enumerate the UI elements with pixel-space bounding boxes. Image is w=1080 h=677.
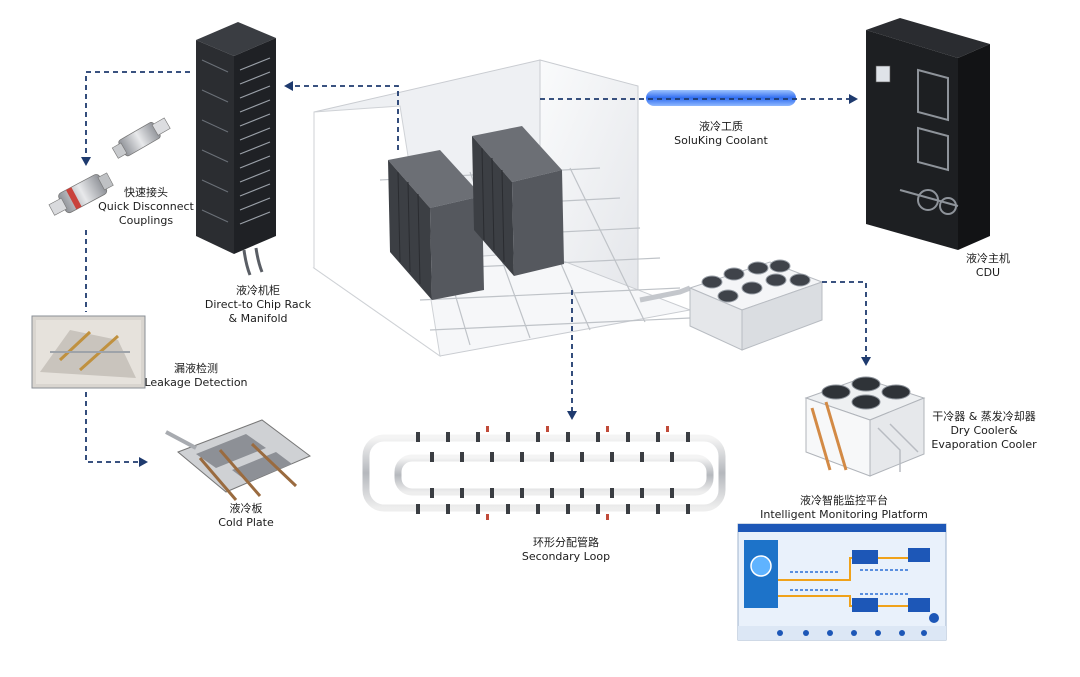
label-cdu-en: CDU	[975, 266, 1001, 279]
label-drycooler-en2: Evaporation Cooler	[931, 438, 1037, 451]
label-couplings: 快速接头 Quick Disconnect Couplings	[98, 186, 194, 228]
label-coolant-en: SoluKing Coolant	[674, 134, 768, 147]
label-coldplate-en: Cold Plate	[218, 516, 274, 529]
label-couplings-en1: Quick Disconnect	[98, 200, 194, 213]
label-loop: 环形分配管路 Secondary Loop	[522, 536, 610, 564]
couplings-illustration	[48, 117, 171, 216]
label-loop-en: Secondary Loop	[521, 550, 611, 563]
label-loop-cn: 环形分配管路	[532, 536, 599, 549]
arrow-room-to-rack	[284, 81, 399, 150]
cold-plate-illustration	[165, 419, 311, 501]
label-coldplate: 液冷板 Cold Plate	[218, 502, 273, 530]
label-coldplate-cn: 液冷板	[229, 502, 263, 515]
arrow-drycooler-to-evaporation	[822, 281, 871, 366]
label-drycooler-cn: 干冷器 & 蒸发冷却器	[932, 410, 1036, 423]
label-leakage-cn: 漏液检测	[173, 362, 218, 375]
label-couplings-cn: 快速接头	[124, 186, 168, 199]
arrow-leakage-to-coldplate	[85, 392, 148, 467]
dry-cooler-large-illustration	[804, 376, 926, 477]
label-cdu: 液冷主机 CDU	[966, 252, 1010, 280]
leakage-detection-photo	[31, 315, 146, 389]
flow-arrows	[81, 71, 871, 467]
label-couplings-en2: Couplings	[118, 214, 174, 227]
rack-illustration	[196, 22, 276, 276]
arrow-rack-to-couplings	[81, 71, 190, 166]
label-rack: 液冷机柜 Direct-to Chip Rack & Manifold	[205, 284, 311, 326]
label-leakage: 漏液检测 Leakage Detection	[144, 362, 247, 390]
label-rack-cn: 液冷机柜	[235, 284, 280, 297]
label-monitor-cn: 液冷智能监控平台	[800, 494, 888, 507]
dry-cooler-small-illustration	[688, 259, 824, 351]
data-room-illustration	[312, 59, 692, 358]
label-rack-en1: Direct-to Chip Rack	[204, 298, 312, 311]
label-leakage-en: Leakage Detection	[144, 376, 248, 389]
label-coolant: 液冷工质 SoluKing Coolant	[674, 120, 768, 148]
secondary-loop-illustration	[362, 426, 726, 520]
cdu-illustration	[866, 18, 990, 250]
label-drycooler-en1: Dry Cooler&	[950, 424, 1018, 437]
label-rack-en2: & Manifold	[228, 312, 288, 325]
label-monitor: 液冷智能监控平台 Intelligent Monitoring Platform	[760, 494, 928, 522]
label-monitor-en: Intelligent Monitoring Platform	[760, 508, 928, 521]
label-cdu-cn: 液冷主机	[966, 252, 1010, 265]
label-drycooler: 干冷器 & 蒸发冷却器 Dry Cooler& Evaporation Cool…	[931, 410, 1036, 452]
monitoring-screen	[737, 523, 947, 641]
coolant-tube	[646, 90, 796, 106]
label-coolant-cn: 液冷工质	[699, 120, 743, 133]
